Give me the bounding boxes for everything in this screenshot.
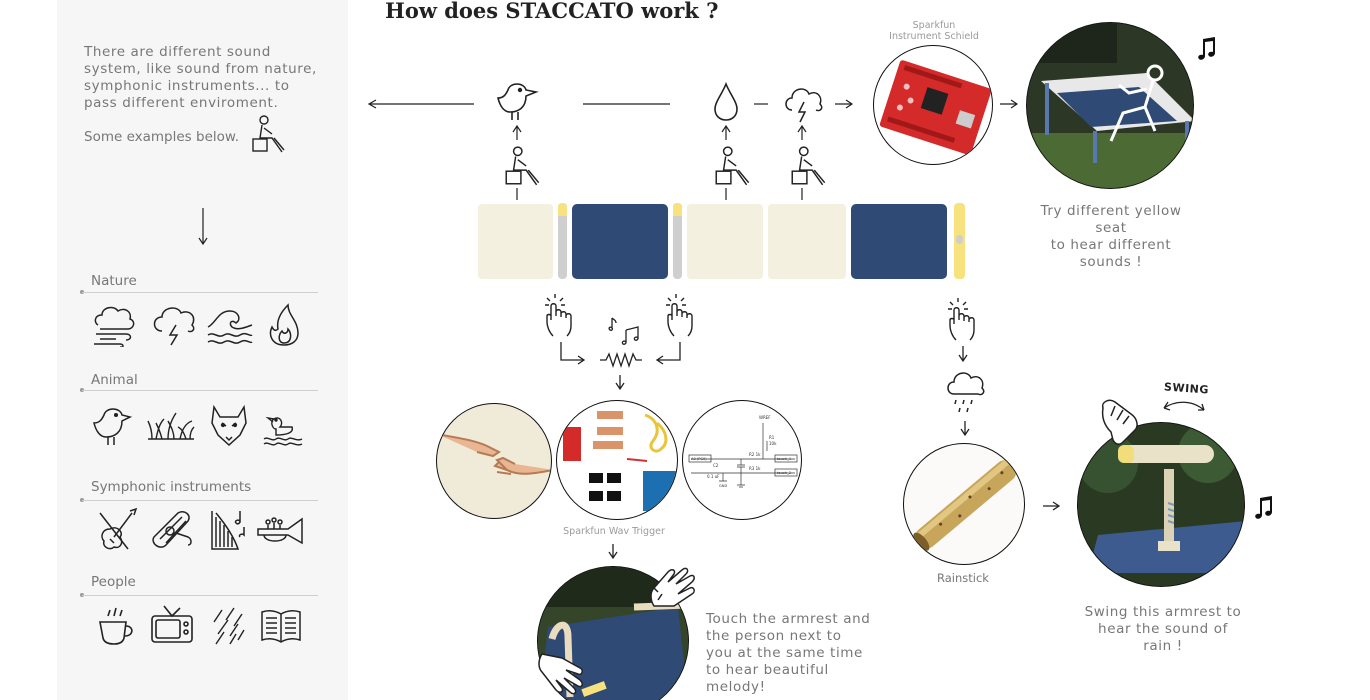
swing-note: Swing this armrest to hear the sound of … (1084, 604, 1242, 654)
schematic-label-touch1: touch_1 (777, 457, 791, 461)
touch-hand-icon-top (650, 567, 695, 607)
swing-arc (1163, 401, 1205, 411)
schematic-label-wref: WREF (759, 415, 771, 420)
shield-to-photo-arrow (1000, 99, 1019, 109)
bracket-right (655, 342, 681, 365)
schematic-label-cap: 0.1 uF (707, 474, 720, 479)
duck-icon (263, 416, 303, 446)
down-arrow-hand3 (958, 346, 968, 363)
sitting-person-icon-3 (791, 146, 826, 186)
music-notes-icon (608, 317, 639, 345)
shield-caption: Sparkfun Instrument Schield (889, 20, 979, 42)
schematic-label-touch2: touch_2 (777, 471, 791, 475)
trumpet-icon (257, 517, 303, 545)
up-arrow-1 (512, 124, 522, 140)
components-photo (556, 400, 678, 520)
down-arrow-rain (960, 421, 970, 437)
tuba-icon (152, 510, 192, 548)
instrument-shield-photo (873, 45, 993, 165)
category-people-rule (82, 595, 318, 596)
seat-navy-1 (572, 204, 668, 279)
schematic-label-r3: R3 1k (749, 466, 761, 471)
seat-navy-2 (851, 204, 947, 279)
down-arrow-icon (198, 208, 208, 246)
down-arrow-resistor (615, 375, 625, 391)
category-animal-rule (82, 390, 318, 391)
rain-cloud-icon (947, 372, 985, 413)
swing-armrest-photo (1077, 422, 1245, 587)
rainstick-photo (903, 443, 1025, 565)
bench-person-photo (1026, 22, 1194, 189)
schematic-label-c2: C2 (713, 463, 719, 468)
sitting-person-icon-1 (505, 146, 540, 186)
seat-cream-3 (768, 204, 846, 279)
schematic-label-r2: R2 1k (749, 452, 761, 457)
armrest-2 (673, 203, 682, 279)
armrest-swing (954, 203, 965, 279)
fire-icon (269, 303, 299, 346)
swing-label: SWING (1163, 380, 1210, 397)
touch-note: Touch the armrest and the person next to… (706, 611, 871, 695)
bracket-left (560, 342, 586, 365)
sitting-person-icon (252, 115, 285, 153)
category-symphonic-rule (82, 500, 318, 501)
seat-cream-2 (687, 204, 763, 279)
bird-flow-icon (496, 83, 539, 120)
storm-cloud-icon (153, 307, 195, 346)
swing-hand-icon (1101, 399, 1138, 445)
pointing-hand-icon-1 (545, 294, 572, 337)
rainstick-caption: Rainstick (937, 571, 989, 585)
schematic-label-10k: 10k (769, 441, 777, 446)
category-nature-label: Nature (91, 273, 137, 289)
rain-streaks-icon (213, 607, 245, 645)
bird-icon (93, 408, 132, 445)
water-drop-icon (714, 82, 738, 121)
schematic-diagram: WREF R1 10k R2 1k R3 1k C2 0.1 uF touch_… (682, 400, 802, 520)
coffee-cup-icon (99, 607, 133, 645)
violin-icon (99, 507, 138, 550)
music-note-icon-1 (1198, 37, 1215, 60)
touching-hands-photo (436, 403, 552, 519)
page-title: How does STACCATO work ? (385, 0, 719, 23)
armrest-1 (558, 203, 567, 279)
music-note-icon-2 (1255, 496, 1272, 519)
touch-hand-icon-bottom (538, 653, 583, 695)
pointing-hand-icon-3 (948, 298, 975, 341)
down-arrow-wav (608, 544, 618, 560)
rainstick-to-photo-arrow (1043, 501, 1061, 511)
examples-text: Some examples below. (84, 129, 239, 145)
wind-icon (94, 306, 135, 347)
yellow-seat-note: Try different yellow seat to hear differ… (1040, 203, 1182, 270)
schematic-label-a0: A0 (PC0) (691, 457, 707, 461)
sidebar (57, 0, 348, 700)
category-nature-rule (82, 292, 318, 293)
sitting-person-icon-2 (715, 146, 750, 186)
tv-icon (151, 605, 193, 643)
wav-trigger-caption: Sparkfun Wav Trigger (563, 526, 665, 537)
thunder-cloud-icon (785, 88, 823, 123)
cloud-to-shield-arrow (835, 99, 854, 109)
category-animal-label: Animal (91, 372, 138, 388)
grass-icon (147, 412, 195, 440)
category-symphonic-label: Symphonic instruments (91, 479, 252, 495)
left-arrow-line (367, 99, 474, 109)
up-arrow-3 (797, 124, 807, 140)
category-people-label: People (91, 574, 136, 590)
schematic-label-gnd: GND (719, 484, 727, 488)
seat-cream-1 (478, 204, 553, 279)
intro-text: There are different sound system, like s… (84, 44, 317, 111)
open-book-icon (261, 609, 301, 643)
up-arrow-2 (721, 124, 731, 140)
schematic-label-r1: R1 (769, 435, 775, 440)
pointing-hand-icon-2 (666, 294, 693, 337)
resistor (600, 351, 642, 369)
wolf-icon (211, 405, 247, 447)
wave-icon (207, 310, 253, 344)
harp-icon (211, 511, 245, 550)
